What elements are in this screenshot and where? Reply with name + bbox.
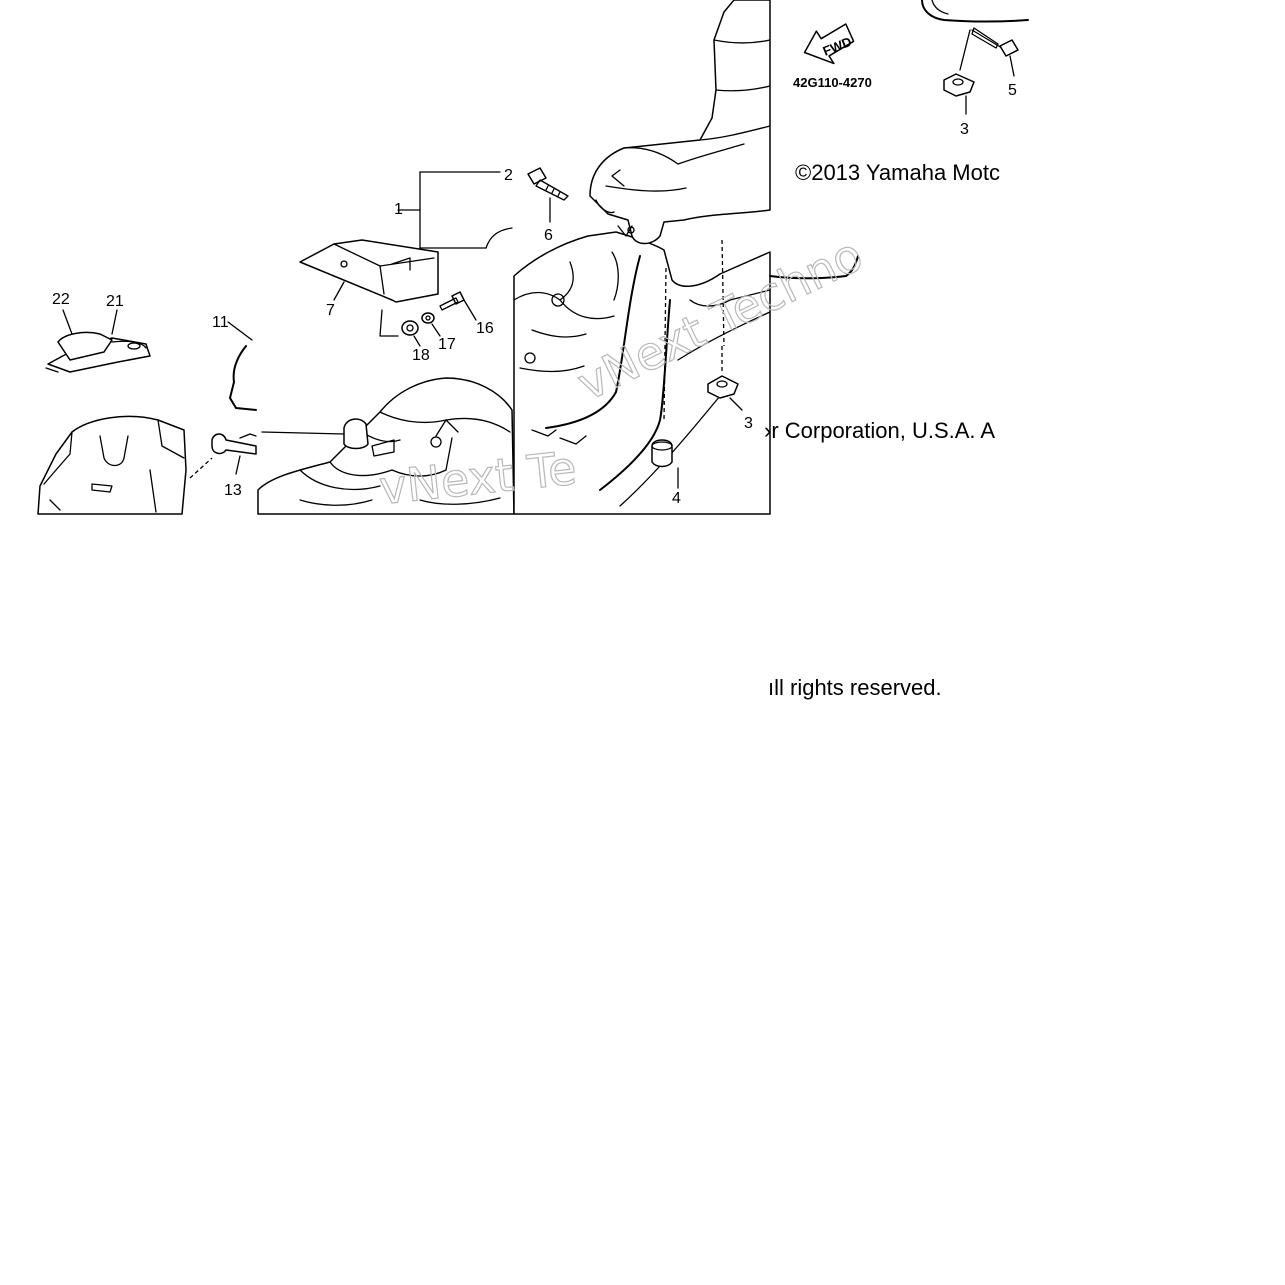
forward-arrow-icon: FWD (803, 23, 855, 65)
diagram-part-code: 42G110-4270 (793, 75, 872, 90)
callout-22: 22 (52, 291, 70, 308)
seat-main (513, 231, 771, 515)
callout-16: 16 (476, 320, 494, 337)
seat-hook-line (769, 255, 859, 280)
copyright-line-2: ›r Corporation, U.S.A. A (764, 418, 996, 443)
callout-11: 11 (212, 314, 229, 331)
callout-18: 18 (412, 347, 430, 364)
bolt-16 (439, 291, 477, 321)
tool-strap (45, 309, 151, 373)
bolt-6 (527, 167, 569, 223)
copyright-line-1: ©2013 Yamaha Motc (795, 160, 1000, 185)
callout-3-upper: 3 (960, 121, 969, 138)
callout-21: 21 (106, 293, 124, 310)
callout-1: 1 (394, 201, 403, 218)
nut-3-upper (943, 29, 975, 115)
side-bracket (189, 321, 257, 479)
bolt-5 (971, 27, 1019, 77)
seat-lock-corner (921, 0, 1029, 23)
callout-3-lower: 3 (744, 415, 753, 432)
callout-7: 7 (326, 302, 335, 319)
callout-13: 13 (224, 482, 242, 499)
seat-front-cushion (257, 377, 515, 515)
grommet-4 (651, 439, 679, 489)
nut-3-lower (707, 346, 743, 411)
callout-2: 2 (504, 167, 513, 184)
seat-rear (589, 0, 771, 245)
washer-18 (401, 320, 421, 347)
bracket-box (299, 171, 513, 337)
callout-6: 6 (544, 227, 553, 244)
callout-17: 17 (438, 336, 456, 353)
callout-4: 4 (672, 490, 681, 507)
copyright-line-3: ıll rights reserved. (768, 675, 942, 700)
tool-box (37, 415, 187, 515)
nut-17 (421, 312, 441, 337)
callout-5: 5 (1008, 82, 1017, 99)
